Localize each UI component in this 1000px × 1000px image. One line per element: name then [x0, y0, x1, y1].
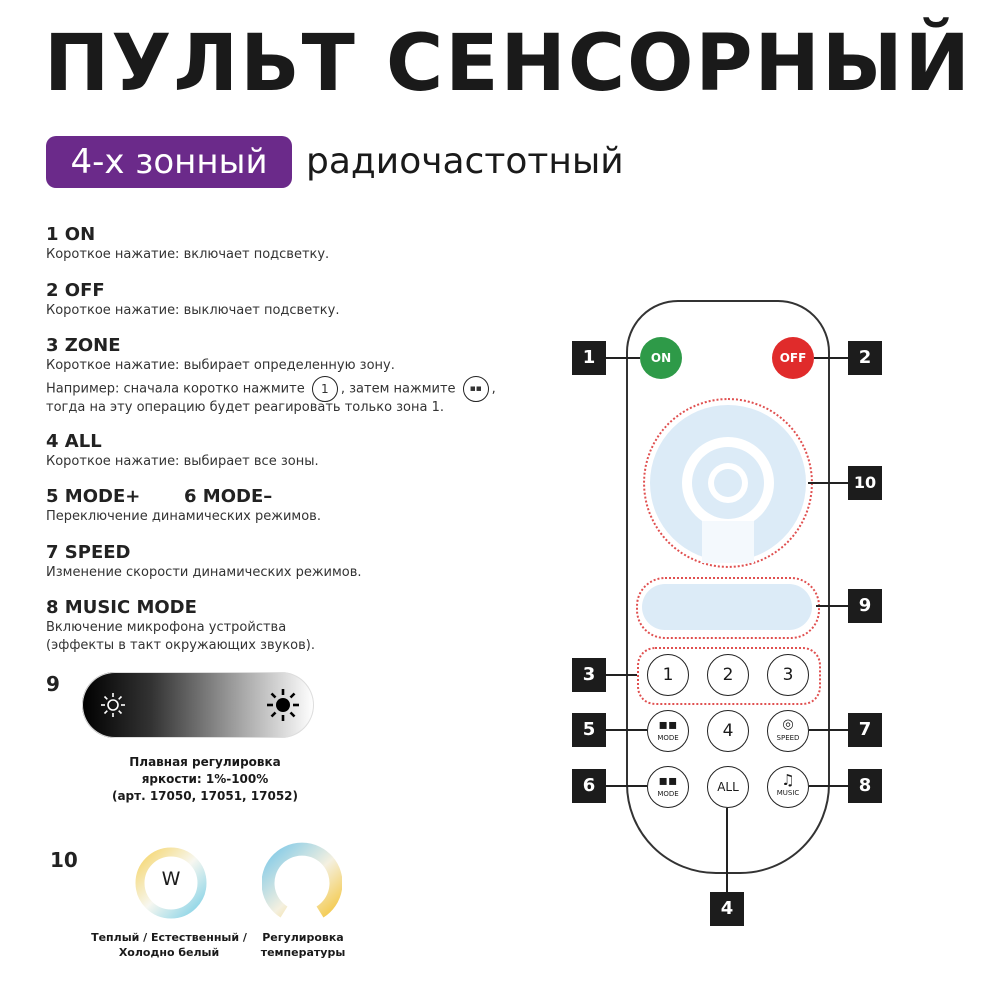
zone-desc-1: Короткое нажатие: выбирает определенную … — [46, 358, 395, 373]
white-mode-wheel — [135, 847, 207, 919]
mode-plus-label: MODE — [657, 734, 679, 742]
mode-minus-button[interactable]: ▪▪ MODE — [647, 766, 689, 808]
sun-large-icon — [267, 689, 299, 721]
temperature-caption-left-2: Холодно белый — [118, 946, 220, 959]
zone-desc-2: Например: сначала коротко нажмите 1, зат… — [46, 376, 496, 402]
temperature-number: 10 — [50, 848, 78, 872]
callout-line-5 — [606, 729, 647, 731]
off-heading: 2 OFF — [46, 280, 105, 301]
mode-minus-icon: ▪▪ — [658, 773, 678, 789]
callout-line-3 — [606, 674, 637, 676]
music-desc-2: (эффекты в такт окружающих звуков). — [46, 638, 315, 653]
music-desc-1: Включение микрофона устройства — [46, 620, 287, 635]
zone-dotted-outline — [637, 647, 821, 705]
zone-desc-2c: , — [491, 381, 496, 397]
mode-plus-icon: ▪▪ — [658, 717, 678, 733]
all-heading: 4 ALL — [46, 431, 102, 452]
callout-3: 3 — [572, 658, 606, 692]
callout-line-2 — [814, 357, 848, 359]
brightness-caption-2: яркости: 1%-100% — [141, 772, 269, 786]
temperature-caption-left-1: Теплый / Естественный / — [91, 931, 247, 944]
brightness-slider-touch[interactable] — [642, 584, 812, 630]
speed-desc: Изменение скорости динамических режимов. — [46, 565, 362, 580]
callout-1: 1 — [572, 341, 606, 375]
music-note-icon: ♫ — [781, 771, 795, 789]
page-title: ПУЛЬТ СЕНСОРНЫЙ — [44, 19, 972, 109]
brightness-caption-1: Плавная регулировка — [129, 755, 281, 769]
mode-minus-label: MODE — [657, 790, 679, 798]
mode-desc: Переключение динамических режимов. — [46, 509, 321, 524]
brightness-gradient-bar — [82, 672, 314, 738]
mode-plus-button[interactable]: ▪▪ MODE — [647, 710, 689, 752]
brightness-number: 9 — [46, 672, 60, 696]
on-desc: Короткое нажатие: включает подсветку. — [46, 247, 330, 262]
mode-inline-icon: ▪▪ — [462, 376, 489, 402]
music-button[interactable]: ♫ MUSIC — [767, 766, 809, 808]
all-desc: Короткое нажатие: выбирает все зоны. — [46, 454, 319, 469]
zone-3-button[interactable]: 3 — [767, 654, 809, 696]
zone-badge: 4-х зонный — [46, 136, 292, 188]
callout-4: 4 — [710, 892, 744, 926]
mode-plus-heading: 5 MODE+ — [46, 486, 141, 507]
callout-line-9 — [816, 605, 848, 607]
zone-desc-2a: Например: сначала коротко нажмите — [46, 381, 305, 397]
on-button[interactable]: ON — [640, 337, 682, 379]
brightness-caption: Плавная регулировка яркости: 1%-100% (ар… — [90, 754, 320, 805]
callout-line-1 — [606, 357, 640, 359]
temperature-caption-right: Регулировка температуры — [248, 930, 358, 960]
zone-2-button[interactable]: 2 — [707, 654, 749, 696]
on-heading: 1 ON — [46, 224, 96, 245]
music-heading: 8 MUSIC MODE — [46, 597, 197, 618]
callout-10: 10 — [848, 466, 882, 500]
speed-icon: ◎ — [782, 717, 794, 732]
callout-line-6 — [606, 785, 647, 787]
off-desc: Короткое нажатие: выключает подсветку. — [46, 303, 340, 318]
zone-desc-3: тогда на эту операцию будет реагировать … — [46, 400, 445, 415]
callout-line-10 — [808, 482, 848, 484]
callout-9: 9 — [848, 589, 882, 623]
off-button[interactable]: OFF — [772, 337, 814, 379]
callout-line-4 — [726, 808, 728, 892]
temperature-caption-right-1: Регулировка — [262, 931, 344, 944]
temperature-caption-right-2: температуры — [260, 946, 346, 959]
callout-line-7 — [809, 729, 848, 731]
zone-desc-2b: , затем нажмите — [340, 381, 456, 397]
color-wheel-touch[interactable] — [648, 403, 808, 563]
temperature-wheel — [262, 842, 342, 918]
speed-label: SPEED — [776, 734, 800, 742]
zone-heading: 3 ZONE — [46, 335, 121, 356]
slider-dotted-outline — [636, 577, 820, 639]
wheel-letter: W — [161, 868, 181, 890]
callout-7: 7 — [848, 713, 882, 747]
callout-line-8 — [809, 785, 848, 787]
speed-heading: 7 SPEED — [46, 542, 131, 563]
sun-small-icon — [101, 693, 125, 717]
zone-1-button[interactable]: 1 — [647, 654, 689, 696]
zone-4-button[interactable]: 4 — [707, 710, 749, 752]
music-label: MUSIC — [776, 789, 800, 797]
all-button[interactable]: ALL — [707, 766, 749, 808]
temperature-caption-left: Теплый / Естественный / Холодно белый — [86, 930, 252, 960]
page-subtitle: радиочастотный — [306, 141, 624, 182]
speed-button[interactable]: ◎ SPEED — [767, 710, 809, 752]
brightness-caption-3: (арт. 17050, 17051, 17052) — [111, 789, 299, 803]
callout-6: 6 — [572, 769, 606, 803]
callout-8: 8 — [848, 769, 882, 803]
mode-minus-heading: 6 MODE– — [184, 486, 273, 507]
callout-2: 2 — [848, 341, 882, 375]
callout-5: 5 — [572, 713, 606, 747]
zone-1-inline-icon: 1 — [311, 376, 338, 402]
